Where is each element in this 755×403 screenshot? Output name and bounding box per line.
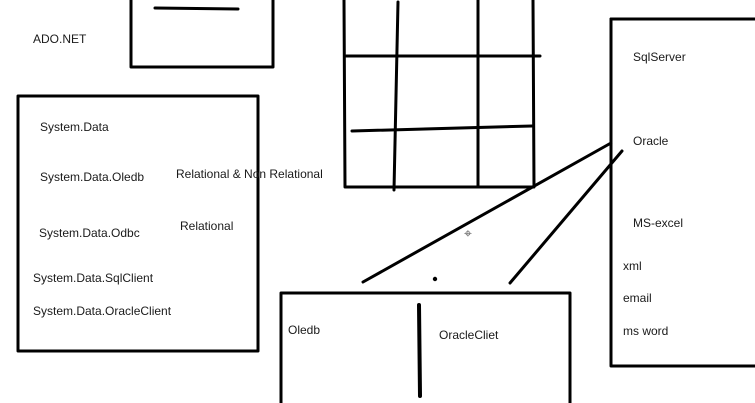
source-xml: xml (623, 259, 642, 273)
note-oledb-scope: Relational & Non Relational (176, 167, 323, 181)
page-title: ADO.NET (33, 32, 87, 46)
source-ms-word: ms word (623, 324, 669, 338)
namespace-system-data-odbc: System.Data.Odbc (39, 226, 140, 240)
source-oracle: Oracle (633, 134, 669, 148)
namespaces-box (16, 94, 260, 353)
source-sqlserver: SqlServer (633, 50, 686, 64)
note-odbc-scope: Relational (180, 219, 234, 233)
namespace-system-data: System.Data (40, 120, 109, 134)
source-email: email (623, 291, 652, 305)
source-ms-excel: MS-excel (633, 216, 684, 230)
providers-box (279, 291, 572, 403)
data-sources-box (609, 17, 755, 368)
ink-dot (432, 276, 438, 282)
namespace-system-data-oledb: System.Data.Oledb (40, 170, 145, 184)
provider-oraclecliet: OracleCliet (439, 328, 499, 342)
provider-oledb: Oledb (288, 323, 321, 337)
namespace-system-data-sqlclient: System.Data.SqlClient (33, 271, 154, 285)
connector-lines (361, 141, 624, 285)
namespace-system-data-oracleclient: System.Data.OracleClient (33, 304, 172, 318)
table-grid-sketch (342, 0, 542, 192)
top-box (129, 0, 275, 69)
crosshair-cursor-icon: ⌖ (464, 225, 472, 241)
